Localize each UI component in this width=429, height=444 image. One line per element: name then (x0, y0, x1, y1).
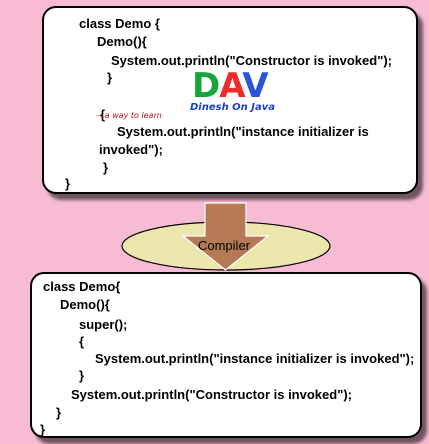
source-code-line: Demo(){ (97, 34, 147, 49)
source-code-line: } (107, 70, 113, 85)
compiled-code-box (30, 272, 422, 438)
compiled-code-line: Demo(){ (60, 297, 110, 312)
logo-letter-a: A (219, 66, 243, 106)
dinesh-on-java-logo: DAV Dinesh On Java (190, 66, 290, 124)
source-code-line: { (100, 107, 106, 122)
compiled-code-line: class Demo{ (43, 279, 121, 294)
compiler-label: Compiler (197, 238, 250, 253)
logo-letter-v: V (242, 66, 268, 106)
source-code-line: } (65, 176, 71, 191)
source-code-box (42, 6, 418, 194)
source-code-line: class Demo { (79, 16, 160, 31)
compiled-code-line: } (40, 422, 46, 437)
source-code-line: System.out.println("Constructor is invok… (111, 53, 393, 68)
source-code-line: } (103, 160, 109, 175)
compiled-code-line: System.out.println("Constructor is invok… (71, 387, 353, 402)
compiled-code-line: { (79, 334, 85, 349)
source-code-line: System.out.println("instance initializer… (117, 124, 369, 139)
logo-tagline: ---a way to learn (96, 111, 162, 120)
compiled-code-line: } (79, 368, 85, 383)
source-code-line: invoked"); (99, 142, 163, 157)
compiled-code-line: } (56, 405, 62, 420)
logo-name: Dinesh On Java (190, 102, 276, 113)
compiled-code-line: super(); (79, 317, 128, 332)
compiled-code-line: System.out.println("instance initializer… (95, 351, 415, 366)
down-arrow-icon (181, 202, 270, 271)
logo-letters: DAV (192, 66, 269, 106)
logo-letter-d: D (192, 66, 220, 106)
